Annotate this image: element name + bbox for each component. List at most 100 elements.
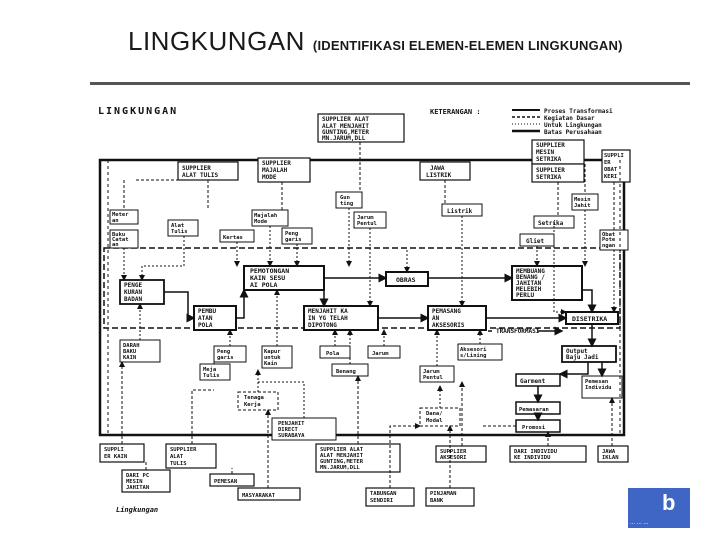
box-alat-tulis	[167, 219, 199, 237]
node-label: Garment	[520, 378, 546, 385]
logo-label: ... ... ...	[630, 520, 649, 526]
legend-item: Untuk Lingkungan	[544, 122, 602, 129]
node-label: JAHITAN	[126, 485, 149, 491]
legend: Proses Transformasi Kegiatan Dasar Untuk…	[512, 108, 613, 136]
node-label: SUPPLI	[604, 153, 624, 159]
node-label: POLA	[198, 322, 213, 329]
node-label: Baju Jadi	[566, 354, 599, 361]
node-label: OBRAS	[396, 276, 416, 284]
node-label: ngan	[602, 243, 615, 249]
node-label: Kapur	[264, 349, 281, 355]
title-subtitle: (IDENTIFIKASI ELEMEN-ELEMEN LINGKUNGAN)	[312, 38, 623, 53]
node-label: SUPPLI	[104, 447, 124, 453]
node-label: ALAT MENJAHIT	[320, 453, 364, 459]
transformation-boundary	[103, 247, 621, 329]
node-label: SUPPLIER	[182, 165, 211, 172]
node-label: KERI	[604, 174, 617, 180]
node-label: ALAT MENJAHIT	[322, 123, 369, 130]
node-label: Benang	[336, 369, 356, 375]
node-label: DARI INDIVIDU	[514, 449, 558, 455]
node-label: Pote	[602, 237, 616, 243]
node-label: SUPPLIER	[536, 142, 565, 149]
node-label: JAHITAN	[516, 280, 542, 287]
node-label: BAKU	[123, 349, 137, 355]
node-label: PERLU	[516, 292, 534, 299]
node-label: TULIS	[170, 461, 187, 467]
node-label: KURAN	[124, 289, 142, 296]
box-masyarakat	[237, 487, 301, 501]
node-label: ATAN	[198, 315, 213, 322]
node-label: Peng	[285, 231, 298, 237]
node-label: MEMBUANG	[516, 268, 545, 275]
node-label: Mesin	[574, 197, 591, 203]
node-label: Jahit	[574, 203, 591, 209]
box-supplier-alat-tulis-bottom	[165, 443, 217, 469]
node-label: Pemasaran	[519, 407, 549, 413]
node-label: AKSESORI	[440, 455, 467, 461]
node-label: Catat	[112, 237, 129, 243]
node-label: MESIN	[126, 479, 143, 485]
box-meja-tulis	[199, 363, 231, 381]
node-label: KAIN	[123, 355, 136, 361]
node-label: Tulis	[203, 373, 220, 379]
node-label: Mode	[254, 219, 268, 225]
node-label: SUPPLIER	[440, 449, 467, 455]
node-label: Tenaga	[244, 395, 264, 401]
title-main: LINGKUNGAN	[128, 26, 305, 56]
node-label: Majalah	[254, 212, 277, 219]
node-label: SUPPLIER	[170, 447, 197, 453]
node-label: garis	[285, 237, 302, 243]
node-label: Gliet	[526, 238, 544, 245]
node-label: Promosi	[522, 425, 546, 431]
node-label: DIRECT	[278, 427, 299, 433]
node-label: MODE	[262, 174, 277, 181]
legend-title: KETERANGAN :	[430, 108, 481, 116]
node-label: SURABAYA	[278, 433, 305, 439]
node-label: PEMASANG	[432, 308, 461, 315]
box-membuang-benang	[511, 265, 583, 301]
node-label: KE INDIVIDU	[514, 455, 551, 461]
box-jawa-iklan	[597, 445, 629, 463]
node-label: DISETRIKA	[572, 315, 607, 323]
node-label: MAJALAH	[262, 167, 288, 174]
node-label: AKSESORIS	[432, 322, 465, 329]
node-label: MENJAHIT KA	[308, 308, 348, 315]
node-label: Pola	[326, 351, 339, 357]
node-label: Alat	[171, 223, 184, 229]
node-label: JAWA	[430, 165, 445, 172]
node-label: ER KAIN	[104, 454, 127, 460]
node-label: Jarum	[372, 351, 389, 357]
node-label: BENANG /	[516, 274, 545, 281]
node-label: TABUNGAN	[370, 491, 397, 497]
node-label: LISTRIK	[426, 172, 452, 179]
node-label: Jarum	[423, 369, 440, 375]
box-supplier-alat-jahit	[317, 113, 405, 143]
environment-diagram: LINGKUNGAN KETERANGAN : Proses Transform…	[98, 106, 631, 514]
title-divider	[90, 82, 690, 85]
slide-title: LINGKUNGAN (IDENTIFIKASI ELEMEN-ELEMEN LI…	[128, 26, 623, 57]
transform-label: TRANSFORMASI	[496, 328, 540, 335]
node-label: IKLAN	[602, 455, 619, 461]
box-supplier-majalah	[257, 157, 311, 183]
node-label: Jarum	[357, 215, 374, 221]
node-label: an	[112, 218, 119, 224]
node-label: Kertas	[223, 235, 243, 241]
node-label: Dana/	[426, 411, 443, 417]
node-label: AN	[432, 315, 440, 322]
node-label: Peng	[217, 349, 230, 355]
node-label: OBAT	[604, 167, 618, 173]
node-label: Meja	[203, 366, 216, 373]
node-label: ER	[604, 160, 611, 166]
node-label: PEMESAN	[214, 479, 237, 485]
node-label: MELEBIH	[516, 286, 542, 293]
legend-item: Kegiatan Dasar	[544, 115, 595, 122]
node-label: KAIN SESU	[250, 274, 285, 282]
node-label: GUNTING,METER	[322, 129, 369, 136]
node-label: DARI PC	[126, 473, 149, 479]
node-label: SETRIKA	[536, 174, 562, 181]
node-label: ALAT	[170, 454, 184, 460]
logo-mark: b	[662, 490, 676, 515]
node-label: SENDIRI	[370, 498, 393, 504]
node-label: untuk	[264, 355, 281, 361]
node-label: PINJAMAN	[430, 491, 457, 497]
